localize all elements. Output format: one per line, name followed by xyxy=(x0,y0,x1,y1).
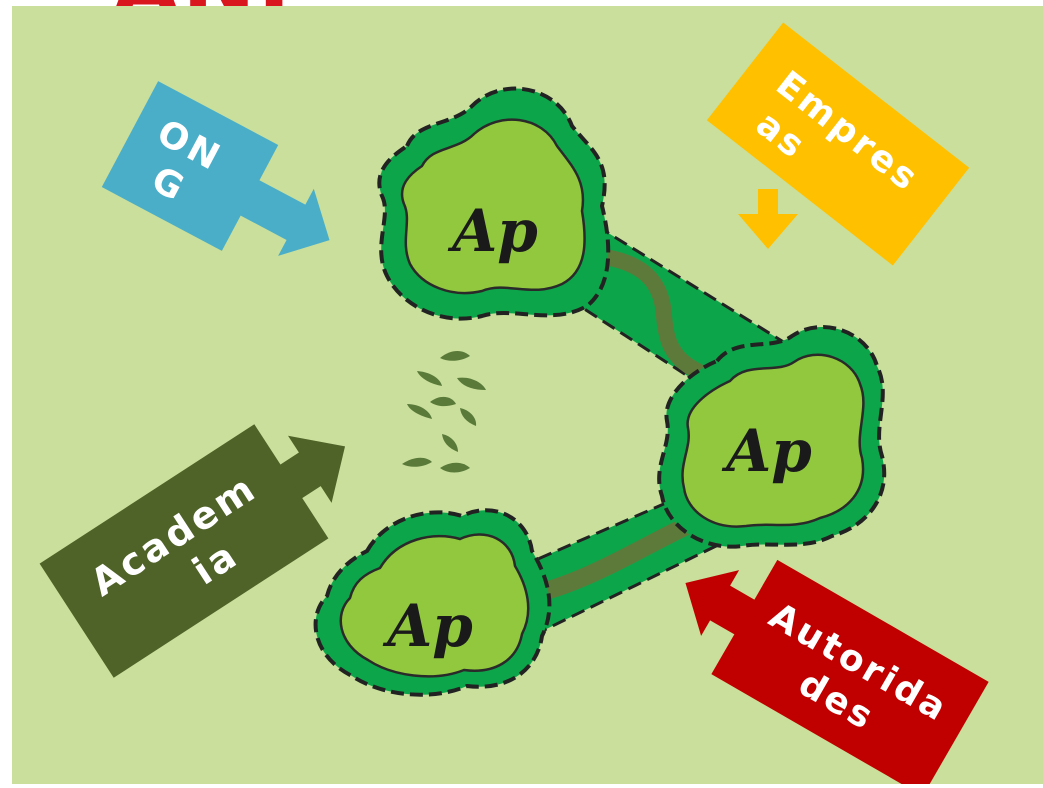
actor-ong: ON G xyxy=(101,81,330,256)
seed-cluster xyxy=(402,351,486,473)
protected-area-top: Ap xyxy=(377,86,611,321)
diagram-panel: Ap Ap Ap xyxy=(12,6,1043,788)
diagram-canvas: Ap Ap Ap xyxy=(39,22,989,788)
actor-autoridades: Autorida des xyxy=(685,559,989,788)
protected-area-right: Ap xyxy=(657,325,887,549)
area-label: Ap xyxy=(382,592,473,660)
area-label: Ap xyxy=(447,197,538,265)
protected-area-bottom: Ap xyxy=(313,508,552,697)
area-label: Ap xyxy=(721,417,812,485)
actor-empresas: Empres as xyxy=(706,22,970,266)
